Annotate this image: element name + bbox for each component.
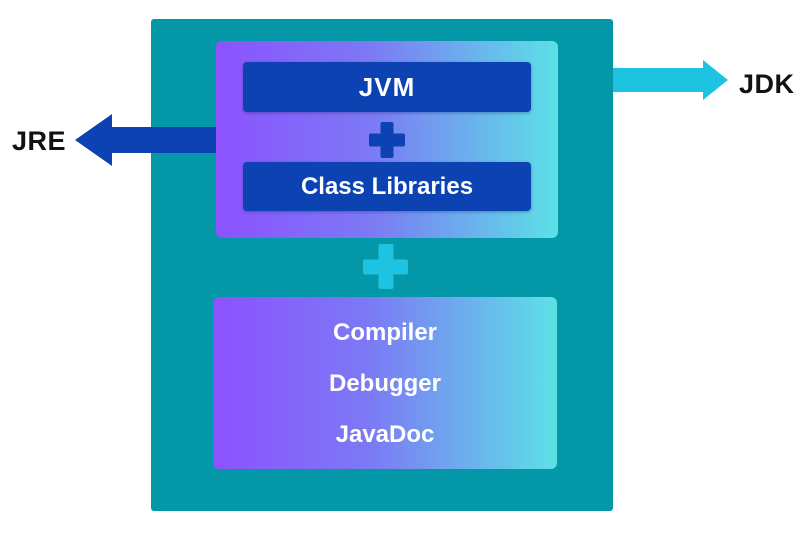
jdk-label: JDK — [739, 69, 795, 99]
jre-group-box: JVM Class Libraries — [216, 41, 558, 238]
plus-icon — [369, 122, 405, 158]
tool-label-debugger: Debugger — [328, 369, 441, 397]
plus-icon-horizontal-bar — [369, 133, 405, 147]
jvm-box: JVM — [243, 62, 531, 112]
jvm-label: JVM — [358, 71, 416, 102]
tools-group-box: Compiler Debugger JavaDoc — [213, 297, 557, 469]
tool-label-compiler: Compiler — [332, 318, 437, 346]
class-libraries-box: Class Libraries — [243, 162, 531, 211]
jdk-arrow-right-icon — [613, 60, 728, 100]
plus-icon — [363, 244, 408, 289]
jre-arrow-left-icon — [75, 114, 216, 166]
jre-label: JRE — [12, 126, 67, 156]
plus-icon-horizontal-bar — [363, 259, 408, 274]
class-libraries-label: Class Libraries — [300, 172, 474, 200]
tool-label-javadoc: JavaDoc — [335, 420, 435, 448]
